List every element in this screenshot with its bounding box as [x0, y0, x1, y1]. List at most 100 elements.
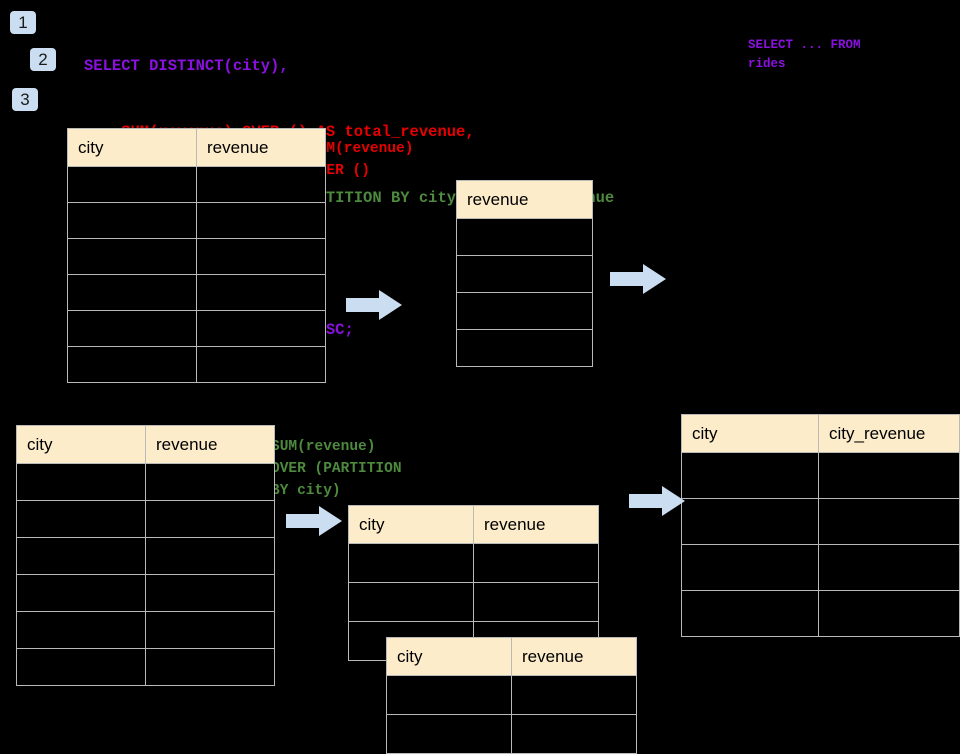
cell-city [681, 452, 819, 499]
column-header-revenue: revenue [456, 180, 593, 219]
table-row [16, 648, 275, 686]
table-header-row: city revenue [16, 425, 275, 464]
table-body [386, 675, 637, 754]
cell-city [67, 274, 197, 311]
table-row [348, 582, 599, 622]
cell-revenue [196, 274, 326, 311]
cell-revenue [456, 218, 593, 256]
cell-city [67, 202, 197, 239]
table-row [67, 202, 326, 239]
cell-revenue [145, 611, 275, 649]
step-badge-3: 3 [12, 88, 38, 111]
arrow-right-icon [610, 264, 666, 294]
table-row [16, 500, 275, 538]
table-body [67, 166, 326, 383]
table-row [456, 292, 593, 330]
cell-city [681, 590, 819, 637]
column-header-city: city [67, 128, 197, 167]
table-source-bottom: city revenue [16, 425, 275, 686]
column-header-revenue: revenue [511, 637, 637, 676]
sql-aside-note: SELECT ... FROM rides [748, 38, 861, 71]
cell-revenue [456, 292, 593, 330]
cell-city [386, 675, 512, 715]
cell-revenue [196, 310, 326, 347]
cell-city [67, 310, 197, 347]
table-row [16, 574, 275, 612]
table-header-row: city revenue [386, 637, 637, 676]
cell-revenue [145, 537, 275, 575]
table-header-row: city city_revenue [681, 414, 960, 453]
table-row [386, 714, 637, 754]
cell-revenue [473, 543, 599, 583]
cell-revenue [511, 675, 637, 715]
table-row [681, 544, 960, 591]
cell-city [16, 537, 146, 575]
sql-line-select: SELECT DISTINCT(city), [84, 57, 289, 75]
step-badge-1: 1 [10, 11, 36, 34]
table-row [16, 463, 275, 501]
cell-revenue [473, 582, 599, 622]
cell-city [16, 574, 146, 612]
cell-city [386, 714, 512, 754]
table-body [16, 463, 275, 686]
cell-city-revenue [818, 452, 960, 499]
cell-city [348, 582, 474, 622]
cell-city-revenue [818, 498, 960, 545]
step-badge-2: 2 [30, 48, 56, 71]
table-row [681, 452, 960, 499]
cell-city [16, 648, 146, 686]
column-header-city: city [16, 425, 146, 464]
cell-revenue [145, 500, 275, 538]
table-body [681, 452, 960, 637]
table-row [67, 310, 326, 347]
table-total-revenue: revenue [456, 180, 593, 367]
table-row [16, 611, 275, 649]
step-badge-3-label: 3 [20, 90, 30, 109]
cell-revenue [196, 346, 326, 383]
column-header-city: city [348, 505, 474, 544]
table-result: city city_revenue [681, 414, 960, 637]
cell-revenue [196, 238, 326, 275]
cell-city [67, 238, 197, 275]
table-header-row: city revenue [348, 505, 599, 544]
table-row [67, 166, 326, 203]
cell-city-revenue [818, 544, 960, 591]
column-header-city: city [681, 414, 819, 453]
cell-city [681, 498, 819, 545]
arrow-right-icon [629, 486, 685, 516]
table-row [456, 255, 593, 293]
cell-revenue [145, 648, 275, 686]
annotation-partition-by-city: SUM(revenue) OVER (PARTITION BY city) [271, 439, 402, 499]
table-row [681, 498, 960, 545]
cell-city [67, 166, 197, 203]
cell-city [16, 500, 146, 538]
cell-city [67, 346, 197, 383]
table-row [16, 537, 275, 575]
table-row [348, 543, 599, 583]
cell-revenue [196, 166, 326, 203]
table-row [456, 218, 593, 256]
table-partition-front: city revenue [386, 637, 637, 754]
cell-revenue [456, 255, 593, 293]
column-header-revenue: revenue [196, 128, 326, 167]
table-source-top: city revenue [67, 128, 326, 383]
cell-revenue [456, 329, 593, 367]
cell-revenue [511, 714, 637, 754]
cell-city [16, 463, 146, 501]
column-header-city-revenue: city_revenue [818, 414, 960, 453]
cell-revenue [145, 574, 275, 612]
cell-city [16, 611, 146, 649]
table-row [681, 590, 960, 637]
arrow-right-icon [346, 290, 402, 320]
table-header-row: revenue [456, 180, 593, 219]
cell-city [348, 543, 474, 583]
column-header-city: city [386, 637, 512, 676]
step-badge-2-label: 2 [38, 50, 48, 69]
table-row [67, 274, 326, 311]
table-row [67, 346, 326, 383]
cell-revenue [145, 463, 275, 501]
table-row [456, 329, 593, 367]
table-row [386, 675, 637, 715]
step-badge-1-label: 1 [18, 13, 28, 32]
table-row [67, 238, 326, 275]
